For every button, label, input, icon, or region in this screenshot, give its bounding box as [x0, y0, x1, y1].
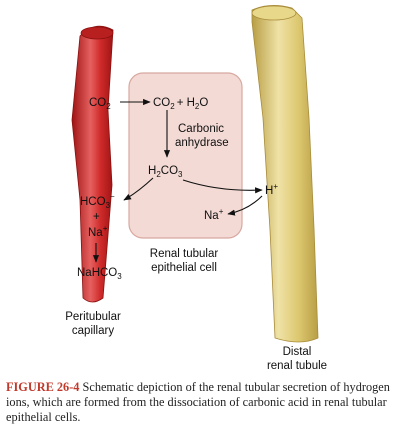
hco3-label: HCO3− — [80, 192, 115, 210]
epithelial-cell — [128, 72, 243, 239]
arrow-h2co3-to-hco3 — [123, 177, 154, 201]
figure-caption: FIGURE 26-4 Schematic depiction of the r… — [6, 380, 396, 425]
carbonic-label: Carbonic — [178, 123, 224, 135]
h-ion-label: H+ — [265, 182, 278, 197]
tubule-label-line1: Distal — [283, 346, 312, 358]
cell-label-line2: epithelial cell — [151, 262, 217, 274]
capillary-label-line2: capillary — [72, 325, 114, 337]
arrow-h2co3-to-h — [182, 179, 263, 194]
co2-h2o-label: CO2+ H2O — [153, 97, 208, 111]
renal-secretion-diagram: CO2 CO2+ H2O Carbonic anhydrase H2CO3 HC… — [65, 5, 327, 370]
h2co3-label: H2CO3 — [148, 165, 183, 179]
na-cell-label: Na+ — [204, 207, 224, 222]
anhydrase-label: anhydrase — [175, 137, 229, 149]
nahco3-label: NaHCO3 — [77, 267, 122, 281]
na-capillary-label: Na+ — [88, 224, 108, 239]
arrow-h-to-na — [227, 195, 263, 216]
capillary-label-line1: Peritubular — [65, 311, 121, 323]
figure-number: FIGURE 26-4 — [6, 380, 80, 394]
peritubular-capillary — [71, 25, 114, 303]
plus-label: + — [93, 211, 100, 223]
distal-tubule — [251, 5, 319, 343]
cell-label-line1: Renal tubular — [150, 248, 219, 260]
tubule-label-line2: renal tubule — [267, 360, 327, 370]
co2-blood-label: CO2 — [89, 97, 111, 111]
caption-text: Schematic depiction of the renal tubular… — [6, 380, 390, 424]
